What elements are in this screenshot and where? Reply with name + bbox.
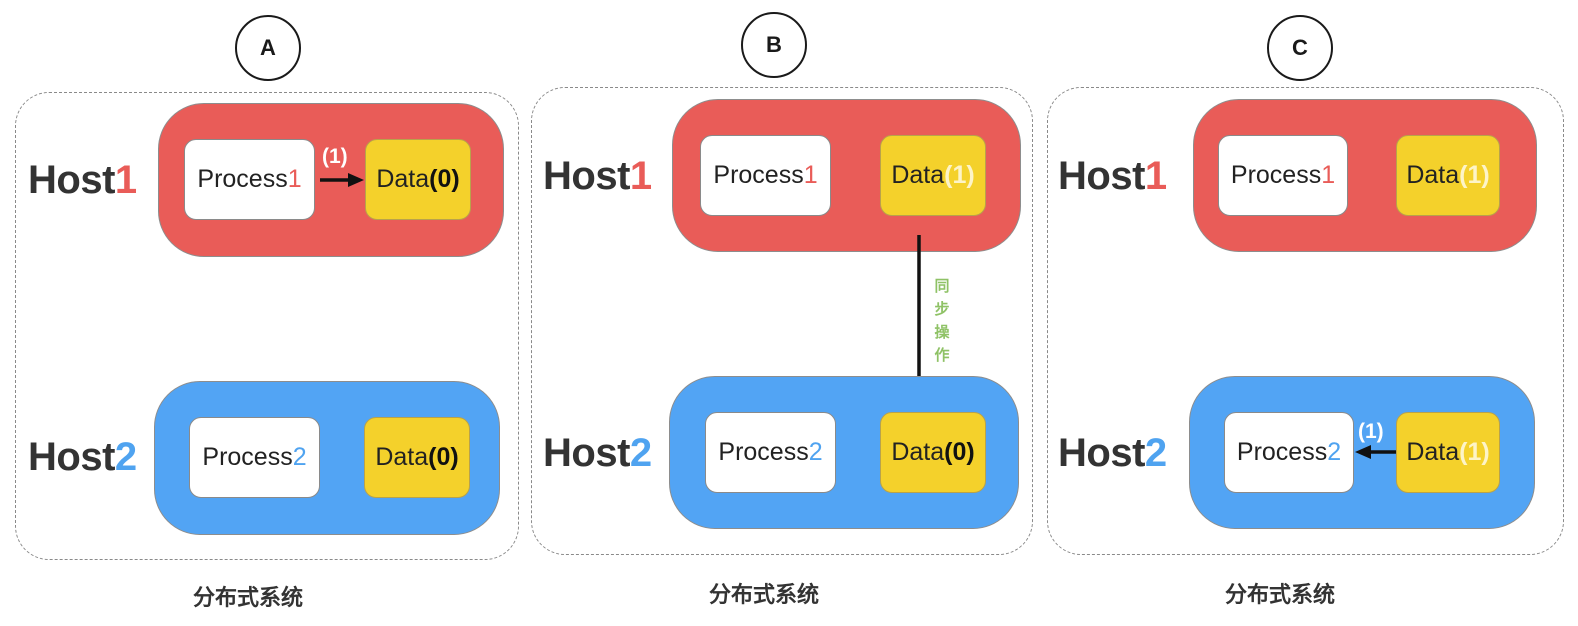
distributed-system-frame [1047, 87, 1564, 555]
host1-label: Host1 [28, 158, 137, 202]
sync-char: 步 [934, 301, 950, 318]
sync-operation-label: 同 步 操 作 [932, 275, 952, 367]
panel-label-b: B [741, 12, 807, 78]
arrow-left-icon [1355, 445, 1397, 459]
data-box-host2: Data(1) [1396, 412, 1500, 493]
panel-label-c: C [1267, 15, 1333, 81]
step-label: (1) [322, 145, 348, 168]
data-box-host1: Data(1) [1396, 135, 1500, 216]
host2-label: Host2 [28, 435, 137, 479]
data-box-host2: Data(0) [880, 412, 986, 493]
host2-label: Host2 [1058, 431, 1167, 475]
caption: 分布式系统 [709, 583, 820, 608]
panel-label-a: A [235, 15, 301, 81]
host1-label: Host1 [1058, 154, 1167, 198]
host2-label: Host2 [543, 431, 652, 475]
sync-char: 操 [934, 324, 950, 341]
data-box-host2: Data(0) [364, 417, 470, 498]
caption: 分布式系统 [1225, 583, 1336, 608]
distributed-system-frame [15, 92, 519, 560]
caption: 分布式系统 [193, 586, 304, 611]
sync-char: 同 [934, 278, 950, 295]
data-box-host1: Data(1) [880, 135, 986, 216]
distributed-system-frame [531, 87, 1033, 555]
host1-label: Host1 [543, 154, 652, 198]
data-box-host1: Data(0) [365, 139, 471, 220]
arrow-right-icon [320, 173, 364, 187]
sync-char: 作 [934, 347, 950, 364]
step-label: (1) [1358, 420, 1384, 443]
